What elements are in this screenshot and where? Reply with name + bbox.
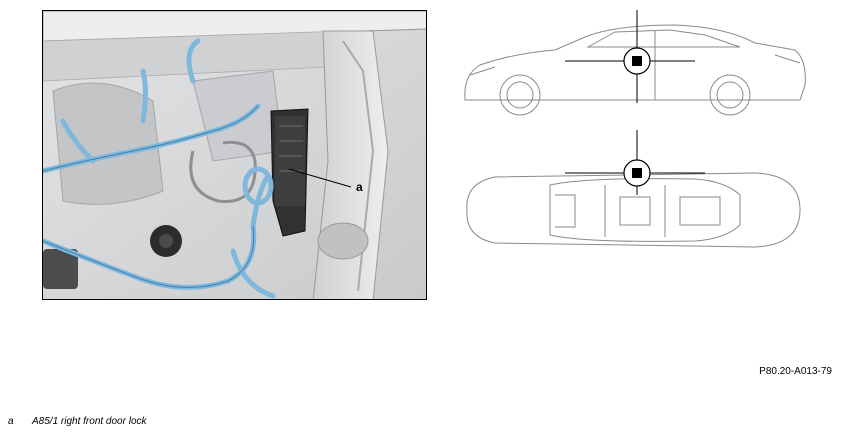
car-top-view [466,172,801,248]
legend-text: A85/1 right front door lock [32,416,147,427]
legend-key: a [8,416,14,427]
vehicle-location-diagrams [455,5,815,305]
figure-code: P80.20-A013-79 [759,366,832,377]
legend-item: a A85/1 right front door lock [8,416,147,427]
door-interior-illustration [42,10,427,300]
callout-a-label: a [356,180,363,194]
